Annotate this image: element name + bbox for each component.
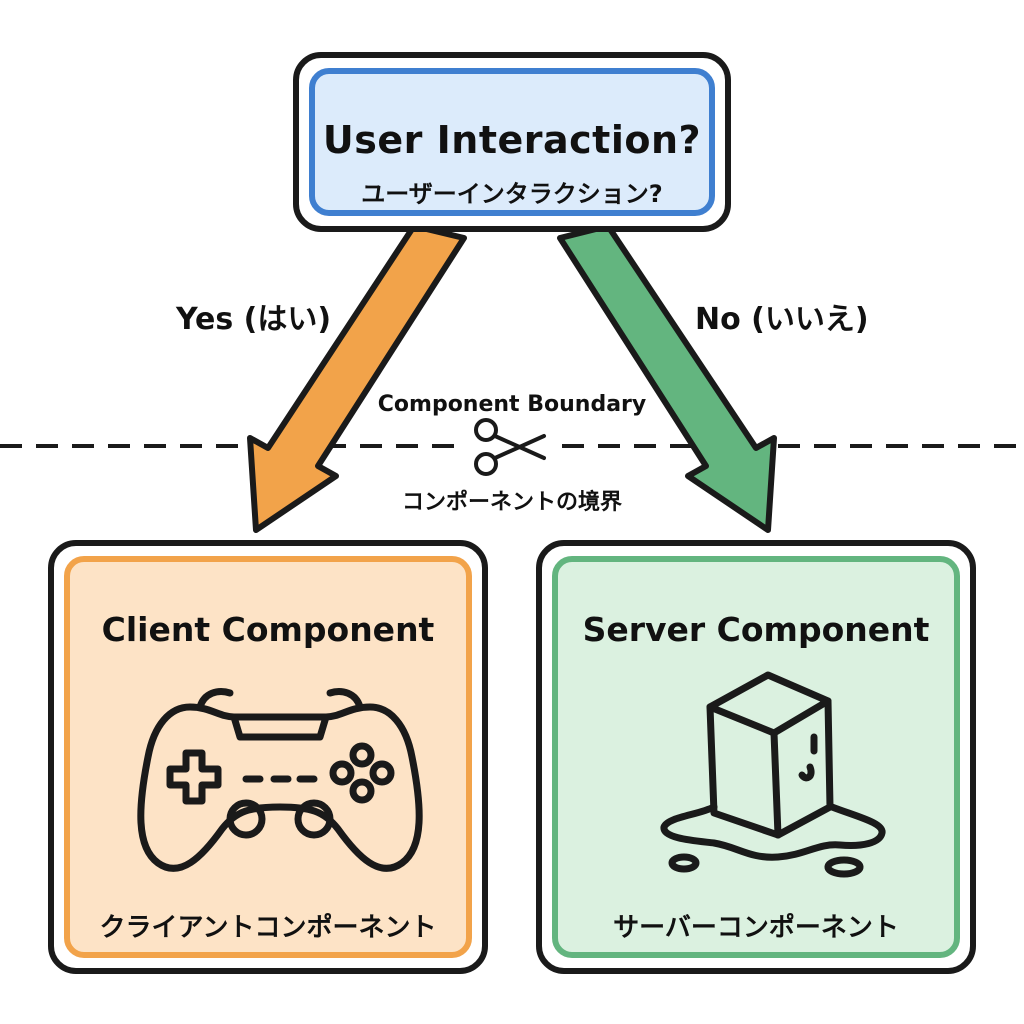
decision-title: User Interaction?	[322, 118, 702, 162]
server-component-title: Server Component	[582, 610, 930, 649]
gamepad-icon	[137, 688, 423, 872]
decision-node-inner: User Interaction? ユーザーインタラクション?	[309, 68, 715, 216]
decision-node: User Interaction? ユーザーインタラクション?	[293, 52, 731, 232]
scissors-icon	[474, 418, 546, 476]
yes-arrow	[247, 223, 467, 533]
client-component-node: Client Component	[48, 540, 488, 974]
no-label: No (いいえ)	[695, 302, 869, 337]
server-component-inner: Server Component サーバーコンポーネント	[552, 556, 960, 958]
client-component-subtitle: クライアントコンポーネント	[99, 913, 437, 943]
boundary-label-en: Component Boundary	[377, 392, 647, 417]
boundary-label-ja: コンポーネントの境界	[401, 490, 622, 515]
yes-label: Yes (はい)	[176, 302, 332, 337]
melting-ice-cube-icon	[660, 671, 886, 878]
no-arrow	[557, 223, 777, 533]
client-component-inner: Client Component	[64, 556, 472, 958]
server-component-node: Server Component サーバーコンポーネント	[536, 540, 976, 974]
client-component-title: Client Component	[101, 610, 435, 649]
decision-subtitle: ユーザーインタラクション?	[361, 180, 663, 208]
server-component-subtitle: サーバーコンポーネント	[613, 913, 899, 943]
